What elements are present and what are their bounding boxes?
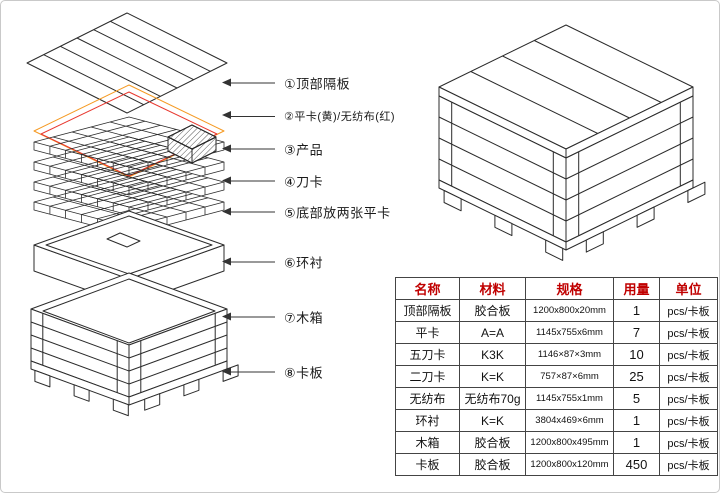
- callout-knife-card: ④刀卡: [222, 172, 324, 191]
- wooden-box: [30, 272, 228, 398]
- callout-label: ⑤底部放两张平卡: [284, 205, 391, 221]
- table-row: 五刀卡 K3K 1146×87×3mm 10 pcs/卡板: [395, 343, 718, 366]
- crate-body: [438, 95, 694, 243]
- table-row: 平卡 A=A 1145x755x6mm 7 pcs/卡板: [395, 321, 718, 344]
- arrow-left-icon: [222, 312, 275, 320]
- callout-label: ⑧卡板: [284, 365, 324, 381]
- crate-lid: [438, 24, 694, 159]
- nonwoven-layer: [40, 91, 218, 177]
- callout-product: ③产品: [222, 140, 324, 159]
- col-header-name: 名称: [395, 277, 460, 300]
- table-row: 无纺布 无纺布70g 1145x755x1mm 5 pcs/卡板: [395, 387, 718, 410]
- arrow-left-icon: [222, 111, 275, 119]
- arrow-left-icon: [222, 207, 275, 215]
- bom-table: 名称 材料 规格 用量 单位 顶部隔板 胶合板 1200x800x20mm 1 …: [395, 277, 718, 476]
- callout-label: ④刀卡: [284, 174, 324, 190]
- callout-pallet: ⑧卡板: [222, 363, 324, 382]
- top-board: [26, 12, 228, 114]
- callout-label: ②平卡(黄)/无纺布(红): [284, 111, 396, 123]
- table-row: 顶部隔板 胶合板 1200x800x20mm 1 pcs/卡板: [395, 299, 718, 322]
- callout-label: ③产品: [284, 142, 324, 158]
- table-row: 卡板 胶合板 1200x800x120mm 450 pcs/卡板: [395, 453, 718, 476]
- callout-label: ⑦木箱: [284, 310, 324, 326]
- callout-wooden-box: ⑦木箱: [222, 308, 324, 327]
- arrow-left-icon: [222, 78, 275, 86]
- arrow-left-icon: [222, 144, 275, 152]
- table-row: 二刀卡 K=K 757×87×6mm 25 pcs/卡板: [395, 365, 718, 388]
- arrow-left-icon: [222, 367, 275, 375]
- callout-ring-liner: ⑥环衬: [222, 253, 324, 272]
- callout-bottom-flat-cards: ⑤底部放两张平卡: [222, 203, 391, 222]
- arrow-left-icon: [222, 176, 275, 184]
- callout-top-board: ①顶部隔板: [222, 74, 351, 93]
- col-header-spec: 规格: [525, 277, 614, 300]
- crate-pallet: [438, 179, 706, 261]
- table-row: 环衬 K=K 3804x469×6mm 1 pcs/卡板: [395, 409, 718, 432]
- col-header-material: 材料: [459, 277, 526, 300]
- exploded-view-drawing: [26, 12, 239, 417]
- col-header-qty: 用量: [613, 277, 660, 300]
- col-header-unit: 单位: [659, 277, 718, 300]
- table-header-row: 名称 材料 规格 用量 单位: [395, 277, 718, 300]
- callout-label: ①顶部隔板: [284, 76, 351, 92]
- assembled-view-drawing: [438, 24, 706, 261]
- ring-liner: [33, 210, 225, 306]
- pallet: [30, 360, 239, 417]
- table-row: 木箱 胶合板 1200x800x495mm 1 pcs/卡板: [395, 431, 718, 454]
- arrow-left-icon: [222, 257, 275, 265]
- callout-flat-card-nonwoven: ②平卡(黄)/无纺布(红): [222, 108, 396, 124]
- product-box: [167, 124, 217, 164]
- callout-label: ⑥环衬: [284, 255, 324, 271]
